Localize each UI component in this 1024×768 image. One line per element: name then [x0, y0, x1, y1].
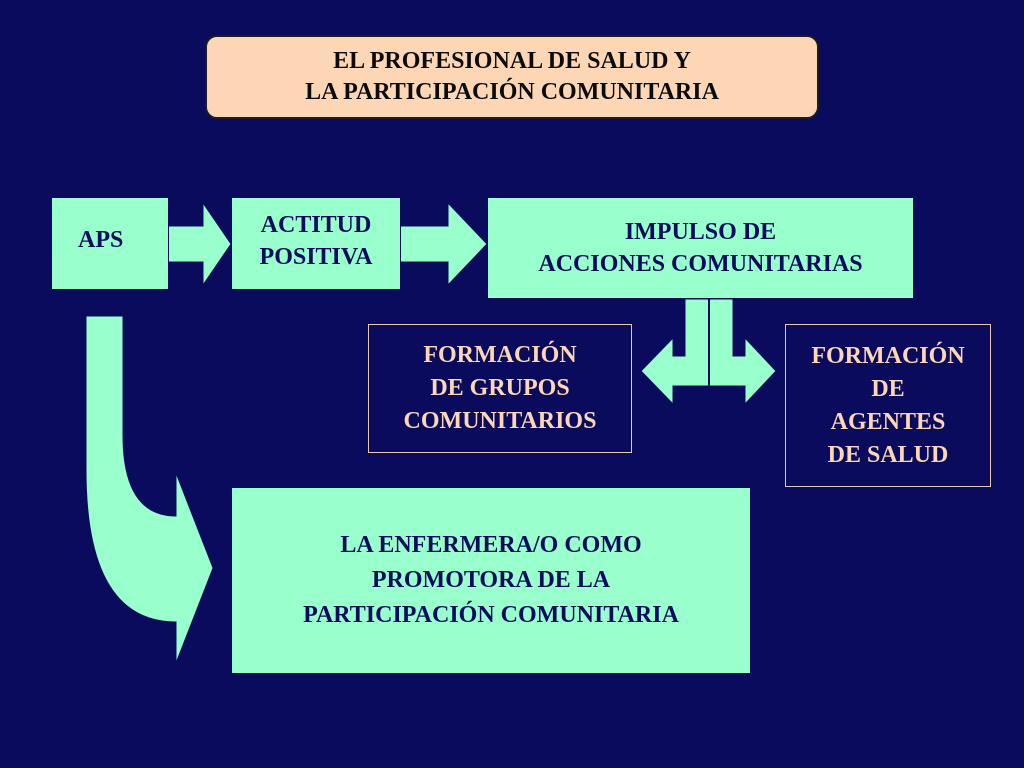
- node-aps: APS: [51, 197, 169, 290]
- node-impulso-line1: IMPULSO DE: [624, 219, 777, 245]
- node-enfermera-line1: LA ENFERMERA/O COMO: [340, 532, 642, 558]
- arrow-aps-to-actitud: [167, 201, 232, 287]
- node-aps-label: APS: [78, 226, 124, 253]
- node-impulso-line2: ACCIONES COMUNITARIAS: [538, 251, 863, 277]
- split-arrow-left: [640, 298, 710, 406]
- diagram-title-line2: LA PARTICIPACIÓN COMUNITARIA: [305, 79, 719, 105]
- node-agentes-line2: DE: [871, 375, 905, 402]
- node-agentes-line3: AGENTES: [830, 408, 946, 435]
- node-agentes-line4: DE SALUD: [827, 441, 949, 468]
- node-agentes-line1: FORMACIÓN: [811, 342, 965, 369]
- node-actitud-line2: POSITIVA: [259, 243, 373, 270]
- node-enfermera-line2: PROMOTORA DE LA: [371, 567, 611, 593]
- node-grupos-line2: DE GRUPOS: [430, 375, 570, 401]
- diagram-title: EL PROFESIONAL DE SALUD Y LA PARTICIPACI…: [205, 35, 819, 119]
- node-actitud-positiva: ACTITUD POSITIVA: [231, 197, 401, 290]
- node-grupos-line3: COMUNITARIOS: [403, 408, 597, 434]
- node-grupos-line1: FORMACIÓN: [423, 342, 577, 368]
- arrow-actitud-to-impulso: [399, 201, 488, 287]
- node-enfermera-line3: PARTICIPACIÓN COMUNITARIA: [303, 602, 679, 628]
- node-impulso-acciones: IMPULSO DE ACCIONES COMUNITARIAS: [487, 197, 914, 299]
- node-enfermera-promotora: LA ENFERMERA/O COMO PROMOTORA DE LA PART…: [231, 487, 751, 674]
- curved-arrow-aps-to-enfermera: [85, 315, 214, 664]
- diagram-title-line1: EL PROFESIONAL DE SALUD Y: [333, 48, 691, 74]
- node-actitud-line1: ACTITUD: [260, 211, 372, 238]
- node-formacion-grupos: FORMACIÓN DE GRUPOS COMUNITARIOS: [368, 324, 632, 453]
- node-formacion-agentes: FORMACIÓN DE AGENTES DE SALUD: [785, 324, 991, 487]
- split-arrow-right: [708, 298, 777, 406]
